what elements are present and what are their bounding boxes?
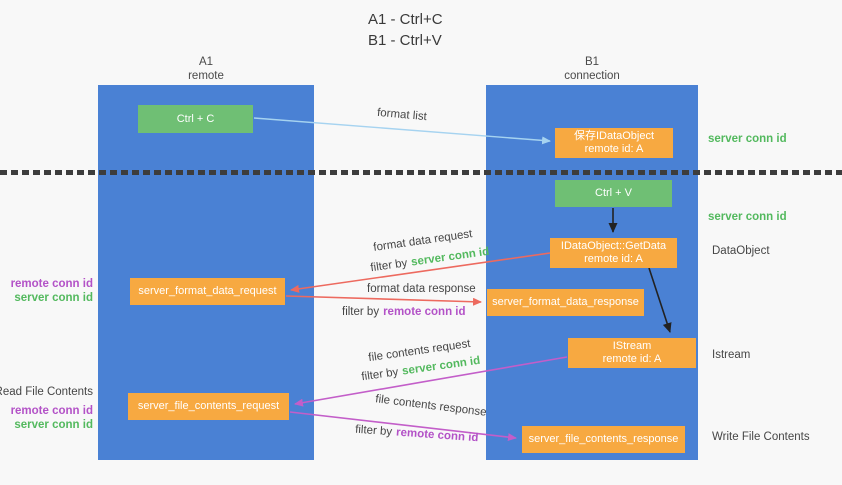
save-idataobject-line2: remote id: A [584, 143, 644, 155]
save-idataobject-node: 保存IDataObject remote id: A [555, 128, 673, 158]
istream-line1: IStream [612, 340, 652, 352]
istream-node: IStream remote id: A [568, 338, 696, 368]
lane-a1-header: A1 remote [98, 55, 314, 83]
title-line-1: A1 - Ctrl+C [368, 11, 443, 28]
server-format-data-response-label: server_format_data_response [492, 296, 639, 308]
server-conn-id-text: server conn id [401, 354, 481, 378]
lane-b1-header: B1 connection [486, 55, 698, 83]
server-format-data-request-label: server_format_data_request [138, 285, 277, 297]
filter-by-text: filter by [360, 366, 400, 384]
ctrl-v-label: Ctrl + V [595, 187, 632, 199]
server-conn-id-right-1: server conn id [708, 133, 787, 145]
server-file-contents-request-label: server_file_contents_request [137, 400, 280, 412]
lane-a1-subtitle: remote [188, 70, 224, 82]
server-file-contents-response-label: server_file_contents_response [528, 433, 679, 445]
remote-conn-id-text: remote conn id [383, 306, 466, 318]
filter-by-text: filter by [342, 306, 380, 318]
server-file-contents-response-node: server_file_contents_response [522, 426, 685, 453]
ctrl-v-node: Ctrl + V [555, 180, 672, 207]
diagram-title: A1 - Ctrl+C B1 - Ctrl+V [368, 9, 443, 51]
remote-conn-id-left-1: remote conn id [10, 278, 93, 290]
idataobject-getdata-line1: IDataObject::GetData [560, 240, 667, 252]
read-file-contents-label: Read File Contents [0, 386, 93, 398]
server-conn-id-left-2: server conn id [14, 419, 93, 431]
server-conn-id-text: server conn id [410, 245, 490, 269]
istream-line2: remote id: A [602, 353, 662, 365]
write-file-contents-label: Write File Contents [712, 431, 810, 443]
file-contents-response-label: file contents response [374, 393, 488, 419]
ctrl-c-node: Ctrl + C [138, 105, 253, 133]
lane-a1-name: A1 [198, 56, 214, 68]
format-data-response-label: format data response [367, 283, 476, 295]
server-file-contents-request-node: server_file_contents_request [128, 393, 289, 420]
filter-by-text: filter by [369, 257, 409, 275]
title-line-2: B1 - Ctrl+V [368, 32, 442, 49]
remote-conn-id-left-2: remote conn id [10, 405, 93, 417]
server-format-data-response-node: server_format_data_response [487, 289, 644, 316]
istream-side-label: Istream [712, 349, 751, 361]
save-idataobject-line1: 保存IDataObject [573, 130, 655, 142]
idataobject-getdata-node: IDataObject::GetData remote id: A [550, 238, 677, 268]
filter-by-text: filter by [354, 423, 393, 439]
format-data-response-arrow [285, 295, 482, 306]
lane-b1-name: B1 [584, 56, 600, 68]
session-divider-dotted-line [0, 170, 842, 175]
server-conn-id-left-1: server conn id [14, 292, 93, 304]
format-list-label: format list [376, 106, 428, 124]
remote-conn-id-text: remote conn id [395, 426, 479, 445]
server-conn-id-right-2: server conn id [708, 211, 787, 223]
dataobject-label: DataObject [712, 245, 770, 257]
idataobject-getdata-line2: remote id: A [584, 253, 643, 265]
ctrl-c-label: Ctrl + C [176, 112, 215, 125]
lane-b1-subtitle: connection [564, 70, 620, 82]
server-format-data-request-node: server_format_data_request [130, 278, 285, 305]
